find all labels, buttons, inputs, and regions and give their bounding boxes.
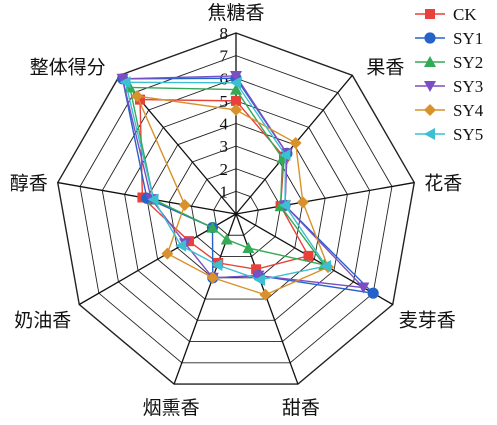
data-point: [116, 73, 129, 85]
legend-item: SY2: [415, 53, 483, 72]
data-point: [320, 260, 332, 273]
radial-tick-label: 7: [220, 47, 229, 66]
data-point: [131, 90, 144, 103]
legend-label: SY2: [453, 53, 483, 72]
axis-spoke: [235, 213, 394, 306]
category-label: 焦糖香: [207, 2, 264, 24]
data-point: [230, 76, 241, 89]
category-label: 烟熏香: [143, 397, 200, 419]
grid-ring-2: [190, 168, 282, 257]
data-point: [175, 239, 187, 252]
legend-marker: [425, 9, 435, 19]
radial-tick-label: 8: [220, 24, 229, 43]
data-point: [206, 271, 219, 284]
series-layer: [116, 70, 379, 301]
legend-item: CK: [415, 5, 477, 24]
data-point: [251, 264, 262, 275]
grid-ring-1: [213, 190, 259, 236]
category-label: 花香: [424, 173, 462, 195]
legend-item: SY1: [415, 29, 483, 48]
legend-item: SY4: [415, 101, 484, 120]
category-label: 醇香: [10, 173, 48, 195]
grid-ring-3: [168, 145, 304, 279]
data-point: [296, 196, 309, 209]
legend-label: SY5: [453, 125, 483, 144]
legend-label: CK: [453, 5, 477, 24]
series-line: [135, 95, 329, 296]
data-point: [289, 136, 302, 149]
data-point: [279, 149, 291, 162]
series-line: [121, 75, 366, 289]
data-point: [259, 288, 272, 301]
series-line: [128, 86, 326, 266]
series-sy5: [119, 76, 332, 286]
grid-ring-7: [79, 55, 393, 364]
data-point: [135, 94, 146, 105]
legend-marker: [424, 56, 436, 67]
legend-marker: [424, 32, 436, 44]
category-label: 果香: [366, 56, 404, 78]
data-point: [242, 242, 255, 254]
legend-label: SY1: [453, 29, 483, 48]
radar-grid: [57, 32, 415, 385]
category-label: 甜香: [282, 397, 320, 419]
legend-item: SY5: [415, 125, 483, 144]
data-point: [230, 70, 242, 82]
data-point: [178, 198, 191, 211]
category-label: 麦芽香: [399, 310, 456, 332]
legend-marker: [424, 104, 436, 116]
data-point: [119, 76, 131, 89]
data-point: [206, 221, 219, 233]
data-point: [357, 282, 370, 294]
legend-label: SY4: [453, 101, 484, 120]
legend-label: SY3: [453, 77, 483, 96]
category-label: 整体得分: [30, 56, 106, 78]
data-point: [231, 95, 241, 106]
series-line: [124, 81, 328, 281]
legend-marker: [424, 81, 436, 92]
data-point: [161, 247, 174, 260]
grid-ring-8: [57, 32, 415, 385]
series-sy3: [116, 70, 370, 294]
axis-spoke: [235, 181, 415, 215]
data-point: [367, 287, 379, 299]
data-point: [303, 250, 314, 261]
data-point: [147, 193, 159, 206]
data-point: [230, 103, 242, 116]
radial-tick-label: 3: [220, 137, 229, 156]
radial-tick-label: 1: [220, 182, 229, 201]
radial-tick-label: 2: [220, 160, 229, 179]
data-point: [279, 199, 291, 212]
grid-ring-4: [146, 123, 326, 300]
legend-item: SY3: [415, 77, 483, 96]
data-point: [252, 270, 265, 282]
series-sy4: [131, 90, 335, 301]
data-point: [230, 83, 242, 95]
data-point: [253, 273, 265, 286]
data-point: [220, 233, 233, 245]
grid-ring-6: [101, 77, 371, 343]
data-point: [211, 259, 223, 272]
category-label: 奶油香: [14, 310, 71, 332]
radial-tick-label: 4: [220, 115, 229, 134]
legend-marker: [424, 128, 435, 140]
